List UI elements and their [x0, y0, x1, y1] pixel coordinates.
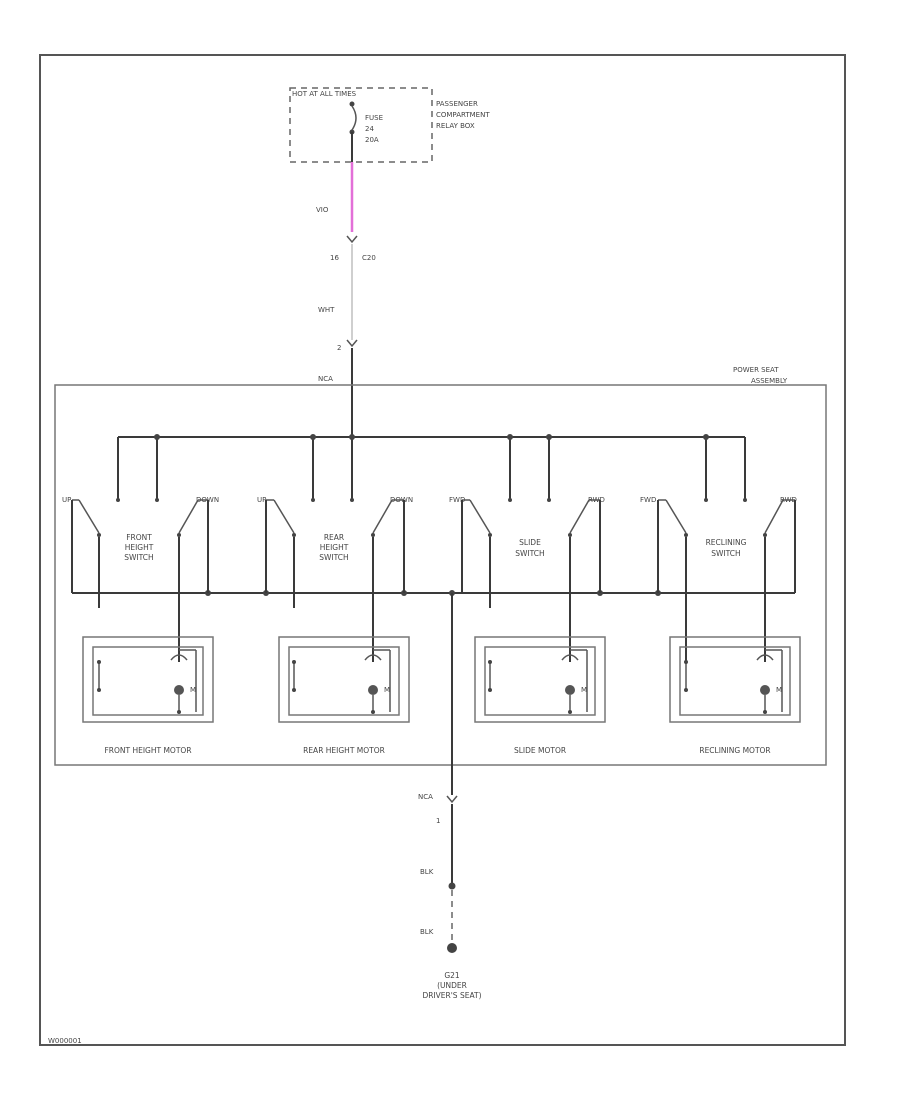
switch-up-label: UP: [62, 496, 71, 504]
switch-name-1: RECLINING: [706, 538, 747, 547]
top-power-bus: [117, 434, 746, 500]
fuse-symbol: [351, 105, 357, 131]
svg-text:M: M: [384, 686, 390, 694]
relay-box: HOT AT ALL TIMES FUSE 24 20A PASSENGER C…: [289, 87, 490, 163]
ground-path: NCA 1 BLK BLK G21 (UNDER DRIVER'S SEAT): [418, 593, 482, 1000]
switch-fwd-label: FWD: [449, 496, 465, 504]
relay-box-label-2: COMPARTMENT: [436, 111, 490, 119]
hot-at-all-times-label: HOT AT ALL TIMES: [292, 90, 357, 98]
relay-box-label-3: RELAY BOX: [436, 122, 475, 130]
ground-id: G21: [444, 971, 460, 980]
switch-name-1: FRONT: [126, 533, 152, 542]
vio-label: VIO: [316, 206, 329, 214]
switch-name-1: SLIDE: [519, 538, 541, 547]
assembly-label-2: ASSEMBLY: [751, 377, 788, 385]
ground-location-1: (UNDER: [437, 981, 467, 990]
switch-name-3: SWITCH: [124, 553, 153, 562]
motor-label: SLIDE MOTOR: [514, 746, 566, 755]
front-height-switch: UP DOWN FRONT HEIGHT SWITCH: [62, 496, 219, 662]
ground-location-2: DRIVER'S SEAT): [422, 991, 481, 1000]
connector-c20-symbol: [346, 235, 358, 244]
fuse-amps: 20A: [365, 136, 379, 144]
switch-up-label: UP: [257, 496, 266, 504]
switch-fwd-label: FWD: [640, 496, 656, 504]
motor-label: REAR HEIGHT MOTOR: [303, 746, 385, 755]
switch-name-2: SWITCH: [515, 549, 544, 558]
pin1-label: 1: [436, 817, 440, 825]
nca-top-label: NCA: [318, 375, 333, 383]
blk-label-1: BLK: [420, 868, 434, 876]
relay-box-label-1: PASSENGER: [436, 100, 478, 108]
svg-text:M: M: [581, 686, 587, 694]
svg-text:M: M: [776, 686, 782, 694]
blk-label-2: BLK: [420, 928, 434, 936]
connector-id-label: C20: [362, 254, 376, 262]
connector-pin2-symbol: [346, 339, 358, 348]
fuse-number: 24: [365, 125, 374, 133]
slide-switch: FWD RWD SLIDE SWITCH: [449, 496, 605, 662]
rear-height-switch: UP DOWN REAR HEIGHT SWITCH: [257, 496, 413, 662]
power-seat-assembly-box: [54, 384, 827, 766]
front-height-motor: M FRONT HEIGHT MOTOR: [82, 636, 214, 755]
ground-bus: [72, 590, 795, 596]
motor-label: FRONT HEIGHT MOTOR: [104, 746, 191, 755]
motor-label: RECLINING MOTOR: [699, 746, 770, 755]
wht-label: WHT: [318, 306, 335, 314]
switch-name-3: SWITCH: [319, 553, 348, 562]
switch-name-2: SWITCH: [711, 549, 740, 558]
connector-pin-label: 16: [330, 254, 339, 262]
footer-code: W000001: [48, 1037, 82, 1045]
fuse-label: FUSE: [365, 114, 383, 122]
pin2-label: 2: [337, 344, 341, 352]
reclining-motor: M RECLINING MOTOR: [669, 636, 801, 755]
switch-name-2: HEIGHT: [125, 543, 154, 552]
slide-motor: M SLIDE MOTOR: [474, 636, 606, 755]
switch-name-1: REAR: [324, 533, 344, 542]
svg-text:M: M: [190, 686, 196, 694]
reclining-switch: FWD RWD RECLINING SWITCH: [640, 496, 797, 662]
switch-name-2: HEIGHT: [320, 543, 349, 552]
assembly-label-1: POWER SEAT: [733, 366, 779, 374]
ground-point-icon: [447, 943, 457, 953]
diagram-frame: [39, 54, 846, 1046]
rear-height-motor: M REAR HEIGHT MOTOR: [278, 636, 410, 755]
nca-bottom-label: NCA: [418, 793, 433, 801]
